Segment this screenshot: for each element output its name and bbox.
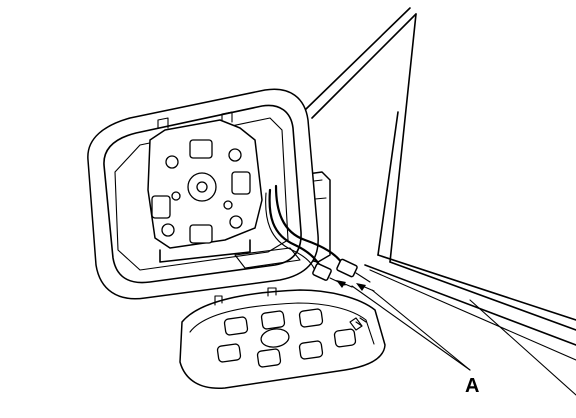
disconnect-arrows — [336, 280, 375, 292]
mirror-glass — [179, 287, 386, 389]
callout-a-label: A — [465, 375, 479, 397]
door-panel — [304, 7, 576, 396]
callout-a-leaders — [351, 285, 471, 371]
actuator-plate — [147, 111, 301, 269]
